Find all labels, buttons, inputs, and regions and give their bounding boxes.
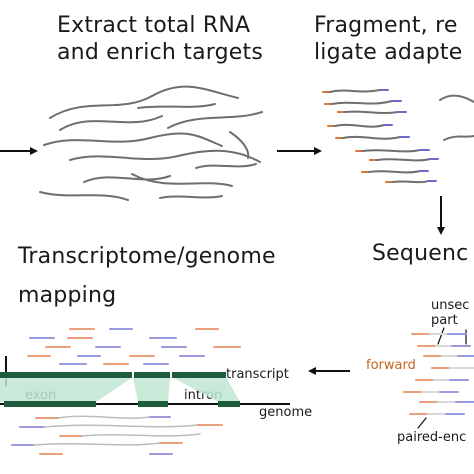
spliced-reads — [11, 415, 223, 455]
sequencing-reads — [403, 327, 474, 429]
transcript-label: transcript — [226, 367, 289, 382]
rna-strand — [137, 103, 216, 109]
rna-strand — [159, 195, 223, 199]
fragment — [439, 94, 474, 103]
fragment — [337, 110, 407, 114]
rna-strand — [49, 85, 239, 119]
rna-strand — [167, 111, 263, 129]
fragment — [369, 158, 439, 162]
rna-strand — [83, 175, 171, 183]
exon-projection — [0, 377, 133, 402]
fragment — [385, 180, 437, 184]
exon-projection — [133, 377, 170, 402]
fragment-step-title-line1: Fragment, re — [314, 13, 458, 38]
mapping-step-title-line2: mapping — [18, 283, 117, 308]
fragment — [335, 135, 410, 140]
rna-strand — [43, 132, 223, 147]
transcript-genome-alignment — [0, 371, 290, 407]
fragment — [443, 135, 474, 141]
genome-label: genome — [259, 405, 313, 420]
rna-strand — [39, 191, 129, 201]
unsequenced-label-line2: part — [431, 313, 458, 328]
fragment — [322, 89, 389, 93]
paired-end-label: paired-enc — [397, 430, 467, 445]
paired-end-pointer — [417, 417, 427, 429]
spliced-read — [11, 442, 183, 446]
fragment — [327, 123, 393, 128]
unsequenced-pointer — [437, 327, 445, 345]
rna-strand — [69, 149, 261, 163]
forward-label: forward — [366, 358, 416, 373]
extract-step-title-line2: and enrich targets — [57, 40, 264, 65]
rna-strand — [131, 173, 233, 187]
spliced-read — [35, 415, 171, 419]
fragments-with-adapters — [322, 89, 474, 184]
extract-step-title-line1: Extract total RNA — [57, 13, 251, 38]
rna-strand — [59, 115, 163, 131]
exon-projection — [172, 377, 240, 402]
mapped-reads — [27, 328, 241, 365]
fragment — [324, 100, 402, 105]
spliced-read — [59, 433, 201, 437]
unsequenced-label-line1: unsec — [431, 298, 470, 313]
spliced-read — [19, 424, 223, 428]
rna-strand — [195, 163, 257, 169]
fragment — [355, 149, 430, 153]
mapping-step-title-line1: Transcriptome/genome — [18, 244, 276, 269]
rna-strand — [229, 131, 250, 159]
total-rna-strands — [39, 85, 263, 201]
sequencing-step-title: Sequenc — [372, 241, 469, 266]
fragment — [361, 170, 429, 174]
fragment-step-title-line2: ligate adapte — [314, 40, 463, 65]
